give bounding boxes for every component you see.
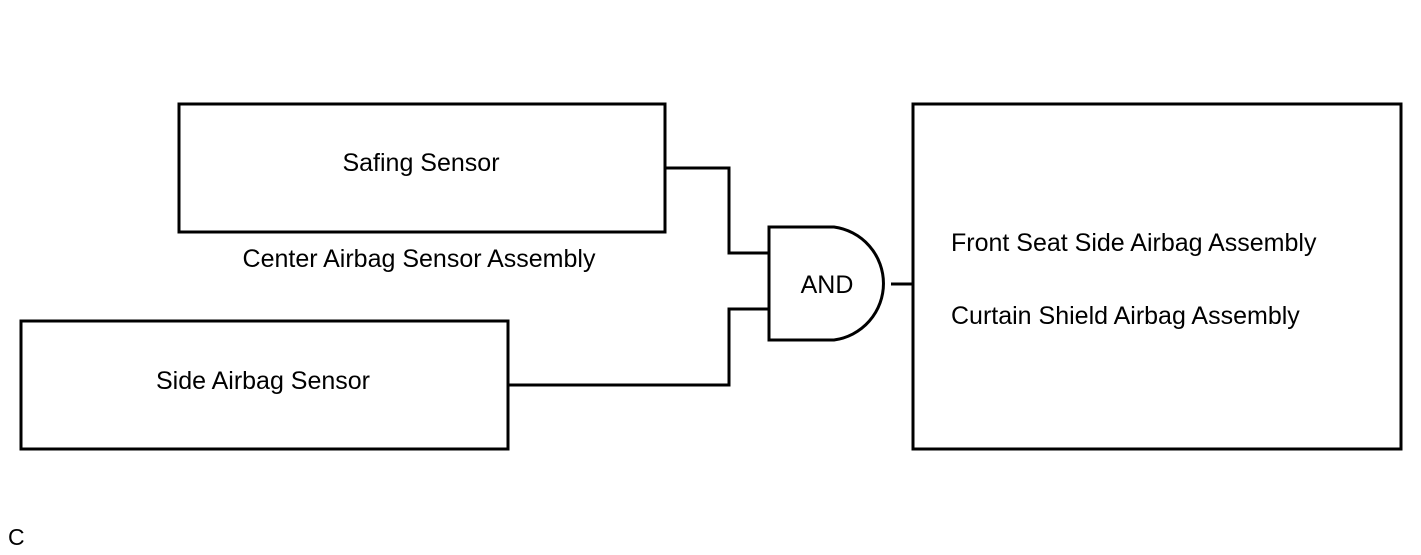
safing-sensor-label: Safing Sensor	[342, 149, 500, 177]
output-label-front-seat: Front Seat Side Airbag Assembly	[951, 229, 1317, 257]
and-gate-label: AND	[800, 271, 854, 299]
center-assembly-label: Center Airbag Sensor Assembly	[242, 245, 596, 273]
side-sensor-wire	[508, 307, 769, 387]
figure-code: C	[8, 524, 25, 550]
side-sensor-label: Side Airbag Sensor	[155, 367, 371, 395]
safing-sensor-wire	[665, 166, 769, 255]
output-label-curtain-shield: Curtain Shield Airbag Assembly	[951, 302, 1300, 330]
and-gate	[767, 225, 885, 342]
output-assembly-box	[911, 102, 1403, 451]
